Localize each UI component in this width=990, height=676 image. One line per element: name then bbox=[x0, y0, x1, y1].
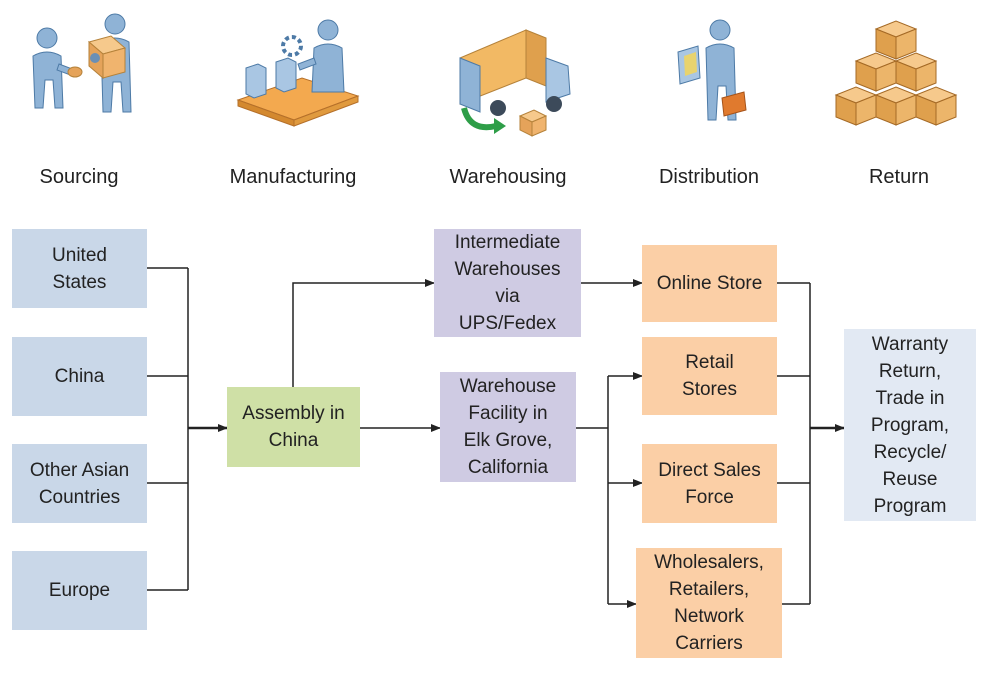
stage-label-manufacturing: Manufacturing bbox=[229, 166, 357, 188]
assembly-line-icon bbox=[236, 19, 360, 127]
channel-wholesalers: Wholesalers, Retailers, Network Carriers bbox=[636, 548, 782, 658]
business-person-icon bbox=[677, 19, 747, 121]
intermediate-warehouses: Intermediate Warehouses via UPS/Fedex bbox=[434, 229, 581, 337]
source-europe: Europe bbox=[12, 551, 147, 630]
stage-label-distribution: Distribution bbox=[658, 166, 760, 188]
channel-direct-sales-force: Direct Sales Force bbox=[642, 444, 777, 523]
stage-label-sourcing: Sourcing bbox=[39, 166, 119, 188]
stage-label-return: Return bbox=[868, 166, 930, 188]
stage-label-warehousing: Warehousing bbox=[449, 166, 567, 188]
source-united-states: United States bbox=[12, 229, 147, 308]
delivery-truck-icon bbox=[459, 29, 571, 137]
returns-program: Warranty Return, Trade in Program, Recyc… bbox=[844, 329, 976, 521]
arrow-to-intermediate bbox=[292, 279, 435, 387]
channel-online-store: Online Store bbox=[642, 245, 777, 322]
assembly-in-china: Assembly in China bbox=[227, 387, 360, 467]
channel-retail-stores: Retail Stores bbox=[642, 337, 777, 415]
warehouse-elk-grove: Warehouse Facility in Elk Grove, Califor… bbox=[440, 372, 576, 482]
source-china: China bbox=[12, 337, 147, 416]
source-other-asian-countries: Other Asian Countries bbox=[12, 444, 147, 523]
handshake-people-icon bbox=[32, 13, 132, 113]
stacked-boxes-icon bbox=[834, 20, 958, 126]
